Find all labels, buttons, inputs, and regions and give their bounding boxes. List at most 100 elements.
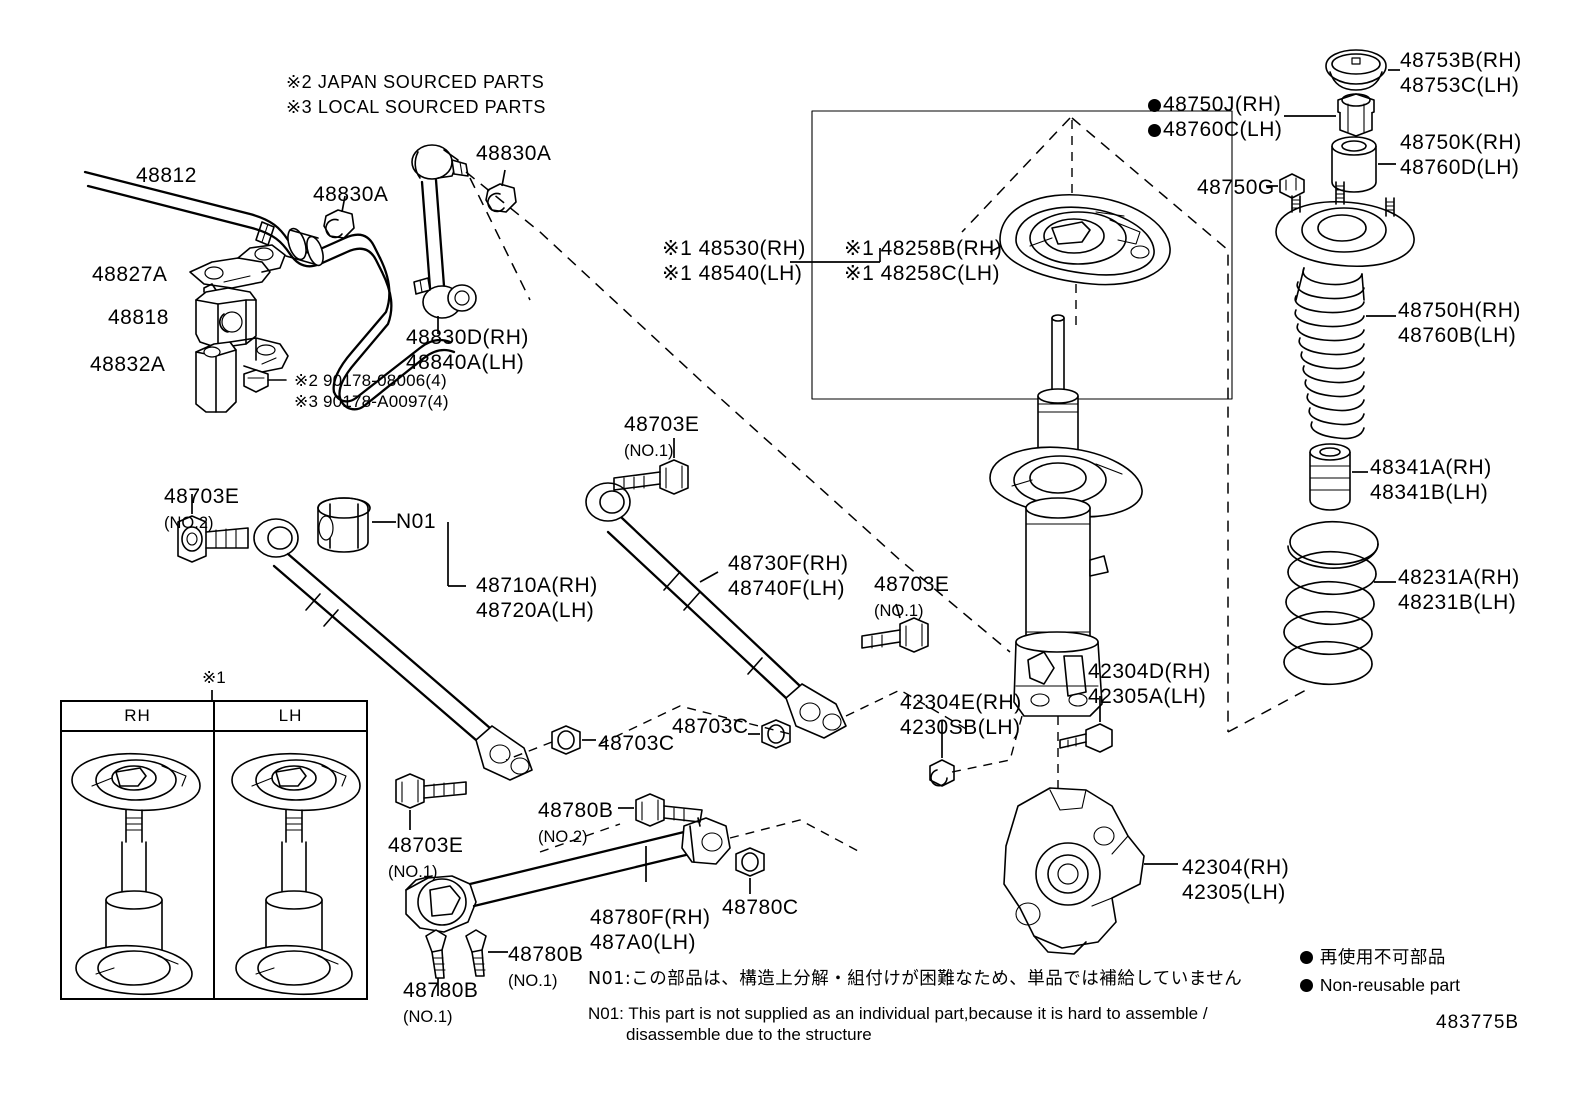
rear-arm-48710a-art: [254, 519, 532, 780]
nut-42304e-art: [930, 760, 954, 786]
label-780b-no2: 48780B: [538, 799, 614, 822]
label-arm1-rh: 48710A(RH): [476, 574, 598, 597]
label-48703c-right: 48703C: [672, 715, 749, 738]
inset-cell-rh: [62, 732, 215, 1000]
label-48231: 48231A(RH) 48231B(LH): [1398, 565, 1520, 615]
stabilizer-link-art: [412, 145, 476, 318]
legend-dot-jp: [1300, 951, 1313, 964]
label-arm2-rh: 48730F(RH): [728, 552, 849, 575]
bolt-48703e-no2-art: [178, 516, 248, 562]
label-insulator: ※1 48258B(RH) ※1 48258C(LH): [844, 236, 1002, 286]
label-screw-japan: ※2 90178-08006(4): [294, 371, 447, 390]
label-48827a: 48827A: [92, 263, 168, 286]
label-n01: N01: [396, 510, 437, 533]
rear-arm-48780f-art: [406, 818, 730, 932]
label-bolt-no1-mid-sub: (NO.1): [874, 602, 924, 620]
label-knuckle-rh: 42304(RH): [1182, 856, 1290, 879]
label-48703e-no1-top: 48703E (NO.1): [624, 412, 699, 462]
label-48780c: 48780C: [722, 896, 799, 919]
label-780b-a-sub: (NO.1): [508, 972, 558, 990]
stabilizer-bush-art: [196, 284, 256, 348]
source-note-local: ※3 LOCAL SOURCED PARTS: [286, 97, 547, 117]
label-screw-local: ※3 90178-A0097(4): [294, 392, 449, 411]
inset-col-lh: LH: [278, 706, 303, 725]
label-42304d: 42304D(RH) 42305A(LH): [1088, 659, 1211, 709]
label-48818: 48818: [108, 306, 169, 329]
label-dust-cover-rh: ※1 48530(RH): [662, 237, 806, 260]
label-48341: 48341A(RH) 48341B(LH): [1370, 455, 1492, 505]
label-nut-rh: 48750J(RH): [1163, 93, 1282, 116]
bolt-48703e-no1-low-art: [396, 774, 466, 808]
label-48703e-no1-mid: 48703E (NO.1): [874, 572, 949, 622]
label-48830a-right: 48830A: [476, 142, 552, 165]
label-48830d-48840a: 48830D(RH) 48840A(LH): [406, 325, 529, 375]
label-48812: 48812: [136, 164, 197, 187]
label-cap-lh: 48753C(LH): [1400, 74, 1520, 97]
label-780b-b: 48780B: [403, 979, 479, 1002]
legend-dot-en: [1300, 979, 1313, 992]
nut-48750g-art: [1280, 174, 1304, 198]
legend-block: 再使用不可部品 Non-reusable part: [1300, 944, 1460, 999]
inset-body: [62, 732, 366, 1000]
label-48753: 48753B(RH) 48753C(LH): [1400, 48, 1522, 98]
label-42304-knuckle: 42304(RH) 42305(LH): [1182, 855, 1289, 905]
nut-48830a-left-art: [324, 210, 354, 238]
label-48703e-no2: 48703E (NO.2): [164, 484, 239, 534]
nut-48780c-art: [736, 848, 764, 876]
label-dust-cover: ※1 48530(RH) ※1 48540(LH): [662, 236, 806, 286]
label-48750h: 48750H(RH) 48760B(LH): [1398, 298, 1521, 348]
bolt-48703e-no1-top-art: [614, 460, 688, 494]
spring-seat-upper-art: [1000, 195, 1170, 285]
coil-spring-art: [1284, 522, 1378, 685]
label-bolt-no2-sub: (NO.2): [164, 514, 214, 532]
label-bolt-no1-low: 48703E: [388, 834, 464, 857]
label-48703c-left: 48703C: [598, 732, 675, 755]
label-knuckle-nut-lh: 4230SB(LH): [900, 716, 1021, 739]
label-48750j-48760c: 48750J(RH) 48760C(LH): [1148, 92, 1282, 142]
label-insulator-rh: ※1 48258B(RH): [844, 237, 1003, 260]
label-bolt-no2: 48703E: [164, 485, 240, 508]
inset-rh-drawing: [72, 754, 200, 995]
nut-48830a-right-art: [486, 184, 516, 212]
label-bolt-no1-top: 48703E: [624, 413, 700, 436]
footnote-english-2: disassemble due to the structure: [626, 1025, 872, 1044]
stabilizer-bracket-art: [190, 245, 285, 288]
label-spring-lh: 48231B(LH): [1398, 591, 1517, 614]
label-support-rh: 48750H(RH): [1398, 299, 1521, 322]
nonreusable-dot-2: [1148, 124, 1161, 137]
bolt-48780b-no2-art: [636, 794, 702, 826]
label-48710a: 48710A(RH) 48720A(LH): [476, 573, 598, 623]
collar-48750k-art: [1332, 137, 1376, 192]
footnote-english-1: N01: This part is not supplied as an ind…: [588, 1004, 1208, 1023]
label-bumper-rh: 48341A(RH): [1370, 456, 1492, 479]
label-cap-rh: 48753B(RH): [1400, 49, 1522, 72]
label-48780b-b: 48780B (NO.1): [403, 978, 478, 1028]
label-knuckle-lh: 42305(LH): [1182, 881, 1286, 904]
label-42304e: 42304E(RH) 4230SB(LH): [900, 690, 1022, 740]
label-48832a: 48832A: [90, 353, 166, 376]
label-insulator-lh: ※1 48258C(LH): [844, 262, 1001, 285]
label-collar-lh: 48760D(LH): [1400, 156, 1520, 179]
legend-japanese: 再使用不可部品: [1319, 948, 1446, 968]
label-48730f: 48730F(RH) 48740F(LH): [728, 551, 849, 601]
label-48750k: 48750K(RH) 48760D(LH): [1400, 130, 1522, 180]
steering-knuckle-art: [1004, 788, 1144, 954]
nonreusable-dot-1: [1148, 99, 1161, 112]
dust-boot-art: [1295, 268, 1364, 439]
label-48750g: 48750G: [1197, 176, 1275, 199]
inset-table: RH LH: [60, 700, 368, 1000]
legend-english: Non-reusable part: [1319, 975, 1460, 995]
bush-n01-art: [318, 498, 370, 552]
nut-48703c-right-art: [762, 720, 790, 748]
label-48703e-no1-low: 48703E (NO.1): [388, 833, 463, 883]
bumper-48341a-art: [1310, 444, 1350, 510]
bolt-48703e-no1-mid-art: [862, 618, 928, 652]
inset-lh-drawing: [232, 754, 360, 995]
bolt-48780b-no1-a-art: [426, 930, 446, 978]
inset-col-rh: RH: [62, 702, 215, 730]
label-780b-a: 48780B: [508, 943, 584, 966]
label-spring-rh: 48231A(RH): [1398, 566, 1520, 589]
source-notes: ※2 JAPAN SOURCED PARTS ※3 LOCAL SOURCED …: [286, 70, 546, 120]
